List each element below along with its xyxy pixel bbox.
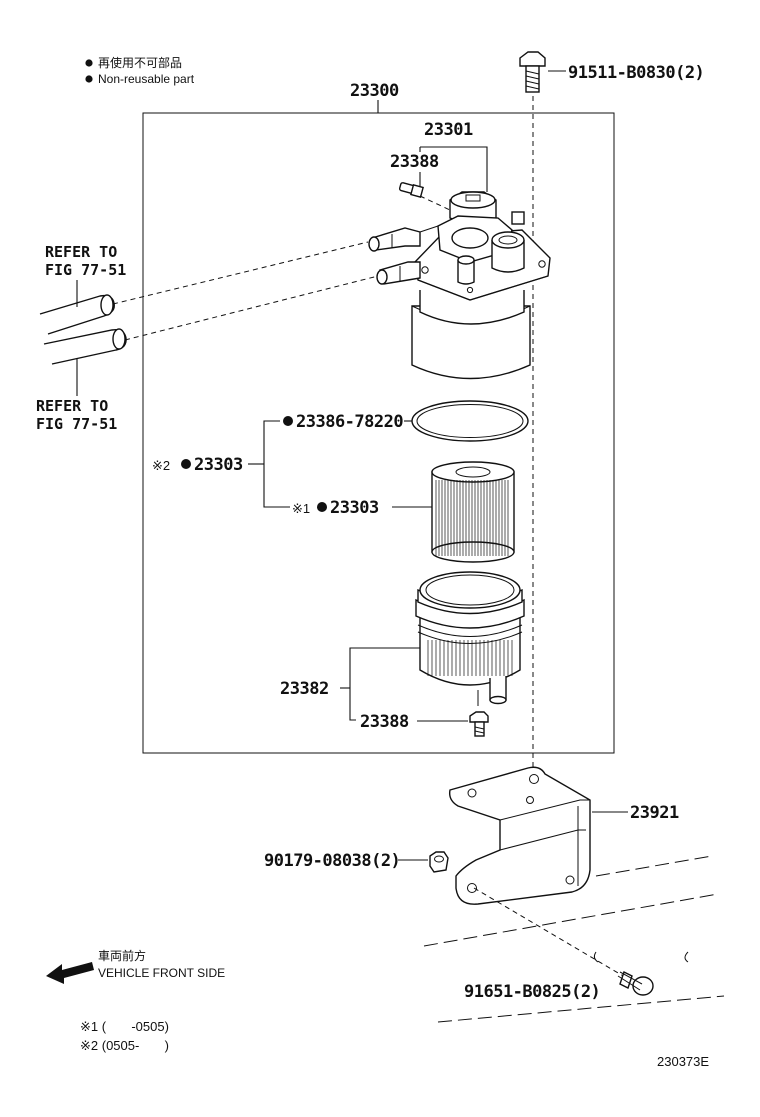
footnote-2: ※2 (0505- )	[80, 1038, 169, 1053]
bolt-bottom-icon	[617, 971, 654, 996]
assembly-number[interactable]: 23300	[350, 81, 399, 101]
legend-jp: 再使用不可部品	[98, 55, 182, 70]
vent-plug-top-number[interactable]: 23388	[390, 152, 439, 172]
refer-upper-line1[interactable]: REFER TO	[45, 243, 117, 261]
bolt-bottom-axis	[473, 887, 631, 981]
filter-kit-mark-icon	[181, 459, 191, 469]
bowl-number[interactable]: 23382	[280, 679, 329, 699]
assembly-frame	[142, 112, 615, 754]
hose-lower-connection	[124, 275, 379, 341]
legend: ● 再使用不可部品 ● Non-reusable part	[80, 55, 195, 86]
bolt-top-number[interactable]: 91511-B0830(2)	[568, 63, 705, 83]
hose-upper-connection	[112, 241, 369, 305]
bracket-number[interactable]: 23921	[630, 803, 679, 823]
refer-lower-line2[interactable]: FIG 77-51	[36, 415, 117, 433]
nut-number[interactable]: 90179-08038(2)	[264, 851, 401, 871]
legend-bullet-jp: ●	[80, 56, 87, 70]
legend-en: Non-reusable part	[98, 72, 195, 86]
filter-kit-bracket	[263, 420, 290, 508]
o-ring-number[interactable]: 23386-78220	[296, 412, 404, 432]
bracket-icon	[448, 766, 591, 905]
element-mark-icon	[317, 502, 327, 512]
legend-bullet-en: ●	[80, 72, 87, 86]
nut-icon	[429, 851, 449, 873]
o-ring-mark-icon	[283, 416, 293, 426]
filter-kit-mark: ※2	[152, 458, 170, 473]
housing-number[interactable]: 23301	[424, 120, 473, 140]
legend-bullet-icon	[85, 59, 93, 67]
vent-plug-top-icon	[398, 182, 424, 198]
footnote-1: ※1 ( -0505)	[80, 1019, 169, 1034]
drain-plug-icon	[469, 711, 489, 737]
figure-id: 230373E	[657, 1054, 709, 1069]
bolt-bottom-number[interactable]: 91651-B0825(2)	[464, 982, 601, 1002]
filter-housing-icon	[368, 191, 551, 380]
filter-kit-number[interactable]: 23303	[194, 455, 243, 475]
element-number[interactable]: 23303	[330, 498, 379, 518]
housing-leader	[420, 146, 488, 192]
direction-en: VEHICLE FRONT SIDE	[98, 966, 225, 980]
refer-lower-line1[interactable]: REFER TO	[36, 397, 108, 415]
element-mark: ※1	[292, 501, 310, 516]
legend-bullet-icon	[85, 75, 93, 83]
bolt-top-icon	[519, 51, 546, 93]
bowl-bracket	[349, 647, 420, 721]
drain-plug-number[interactable]: 23388	[360, 712, 409, 732]
hose-upper-icon	[39, 294, 115, 335]
o-ring-icon	[411, 400, 529, 442]
vehicle-frame-rails	[423, 855, 725, 1023]
vehicle-front-arrow-icon	[46, 962, 94, 984]
filter-bowl-icon	[415, 571, 525, 706]
hose-lower-icon	[43, 328, 127, 365]
direction-jp: 車両前方	[98, 948, 146, 963]
filter-element-icon	[431, 461, 515, 563]
refer-upper-line2[interactable]: FIG 77-51	[45, 261, 126, 279]
